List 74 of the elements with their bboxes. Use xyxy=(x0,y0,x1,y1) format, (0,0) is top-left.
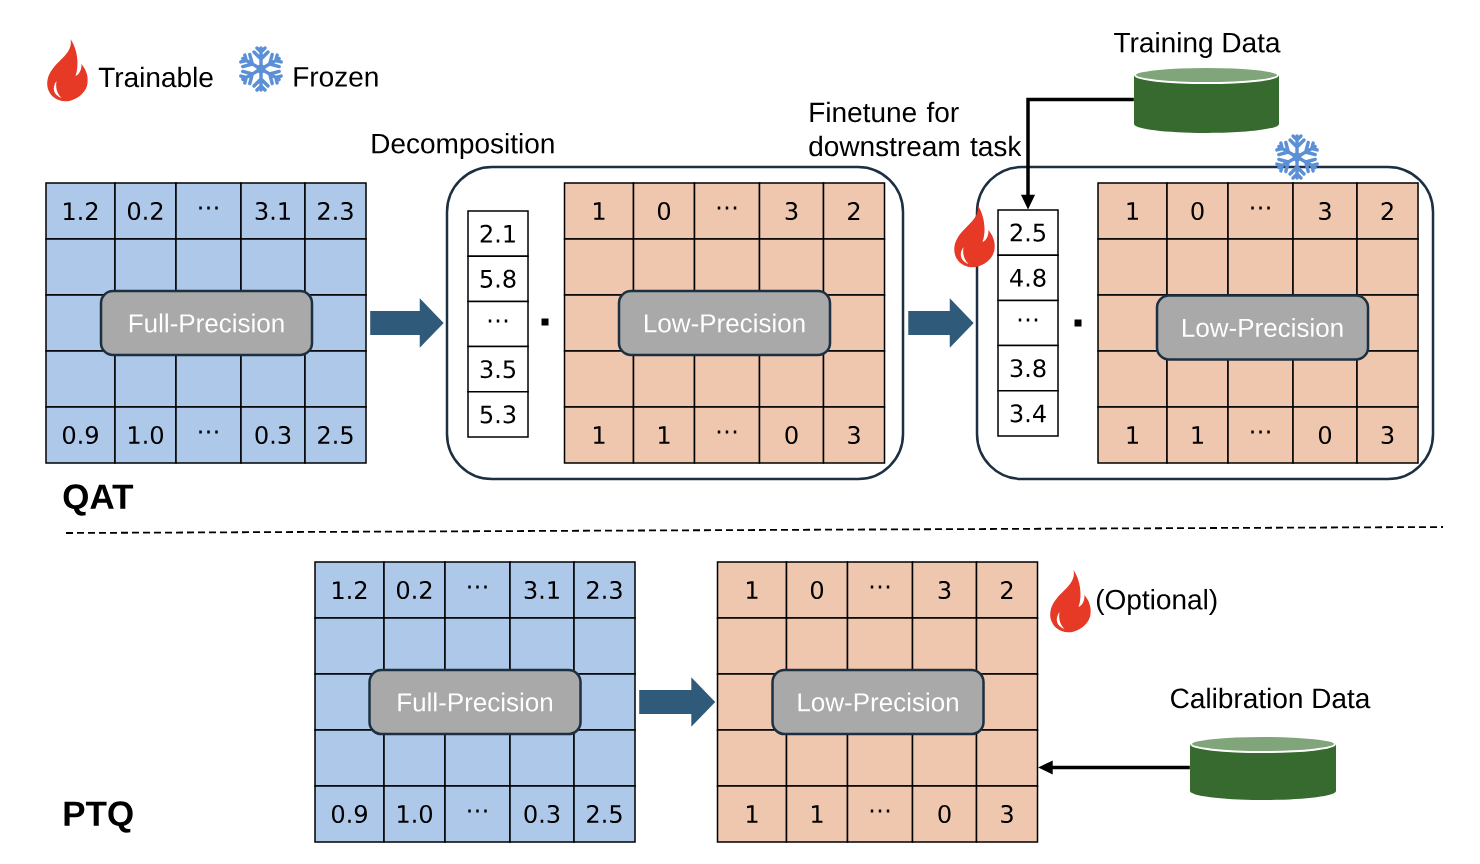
matrix-cell: 3 xyxy=(911,561,978,619)
matrix-cell: 0.2 xyxy=(114,182,177,240)
matrix-cell: ⋯ xyxy=(444,561,511,619)
section-title: QAT xyxy=(63,484,134,516)
matrix-cell: 0 xyxy=(911,785,978,843)
matrix-cell: 1 xyxy=(1097,406,1168,464)
matrix-cell: 2.3 xyxy=(304,182,367,240)
matrix-cell: 2 xyxy=(822,182,886,240)
matrix-cell: 3.1 xyxy=(509,561,575,619)
matrix-cell: ⋯ xyxy=(693,406,761,464)
matrix-cell: 1 xyxy=(716,785,788,843)
matrix-cell: 0.3 xyxy=(509,785,575,843)
matrix-cell: ⋯ xyxy=(444,785,511,843)
matrix-cell: ⋯ xyxy=(693,182,761,240)
matrix-cell: 2.3 xyxy=(573,561,636,619)
matrix-cell: 1.2 xyxy=(45,182,116,240)
side-note: (Optional) xyxy=(1096,588,1217,616)
matrix-cell: ⋯ xyxy=(175,182,242,240)
matrix-cell: 3 xyxy=(822,406,886,464)
label-box: Full-Precision xyxy=(368,668,582,736)
matrix-cell: 3.1 xyxy=(240,182,306,240)
matrix-cell: 3 xyxy=(758,182,825,240)
vector-cell: ⋯ xyxy=(467,300,529,348)
vector-cell: 3.5 xyxy=(467,345,529,393)
matrix-cell: 1 xyxy=(1097,182,1168,240)
vector-cell: 5.3 xyxy=(467,391,529,438)
cylinder-caption: Calibration Data xyxy=(1171,687,1371,709)
matrix-cell: 2 xyxy=(975,561,1039,619)
label-box: Low-Precision xyxy=(771,668,985,736)
label-box: Low-Precision xyxy=(617,289,832,357)
matrix-cell: ⋯ xyxy=(1227,406,1294,464)
matrix-cell: 1.0 xyxy=(383,785,446,843)
matrix-cell: 0.3 xyxy=(240,406,306,464)
matrix-cell: ⋯ xyxy=(175,406,242,464)
step-label: Decomposition xyxy=(372,132,554,160)
matrix-cell: 0.2 xyxy=(383,561,446,619)
step-label: Finetune for downstream task xyxy=(809,101,1022,157)
cylinder-caption: Training Data xyxy=(1114,31,1281,59)
matrix-cell: 0 xyxy=(1166,182,1229,240)
legend-label: Frozen xyxy=(294,67,378,87)
vector-cell: ⋯ xyxy=(997,299,1059,347)
label-box: Full-Precision xyxy=(99,289,314,357)
matrix-cell: 3 xyxy=(975,785,1039,843)
matrix-cell: ⋯ xyxy=(846,561,914,619)
vector-cell: 3.8 xyxy=(997,344,1059,392)
matrix-cell: 1.0 xyxy=(114,406,177,464)
matrix-cell: 1 xyxy=(632,406,696,464)
vector-cell: 4.8 xyxy=(997,254,1059,302)
matrix-cell: 0 xyxy=(758,406,825,464)
vector-cell: 2.1 xyxy=(467,210,529,257)
matrix-cell: ⋯ xyxy=(846,785,914,843)
matrix-cell: 3 xyxy=(1292,182,1358,240)
section-title: PTQ xyxy=(64,801,133,833)
matrix-cell: 1 xyxy=(716,561,788,619)
legend-label: Trainable xyxy=(98,66,213,88)
matrix-cell: 0 xyxy=(1292,406,1358,464)
matrix-cell: 0.9 xyxy=(314,785,385,843)
vector-cell: 5.8 xyxy=(467,255,529,303)
matrix-cell: 2.5 xyxy=(573,785,636,843)
vector-cell: 3.4 xyxy=(997,390,1059,437)
matrix-cell: 0 xyxy=(632,182,696,240)
matrix-cell: 1 xyxy=(563,182,635,240)
matrix-cell: 0 xyxy=(785,561,849,619)
matrix-cell: 3 xyxy=(1356,406,1419,464)
matrix-cell: 2 xyxy=(1356,182,1419,240)
matrix-cell: ⋯ xyxy=(1227,182,1294,240)
matrix-cell: 2.5 xyxy=(304,406,367,464)
matrix-cell: 1 xyxy=(563,406,635,464)
matrix-cell: 0.9 xyxy=(45,406,116,464)
vector-cell: 2.5 xyxy=(997,209,1059,256)
matrix-cell: 1.2 xyxy=(314,561,385,619)
matrix-cell: 1 xyxy=(1166,406,1229,464)
label-box: Low-Precision xyxy=(1155,294,1370,361)
matrix-cell: 1 xyxy=(785,785,849,843)
